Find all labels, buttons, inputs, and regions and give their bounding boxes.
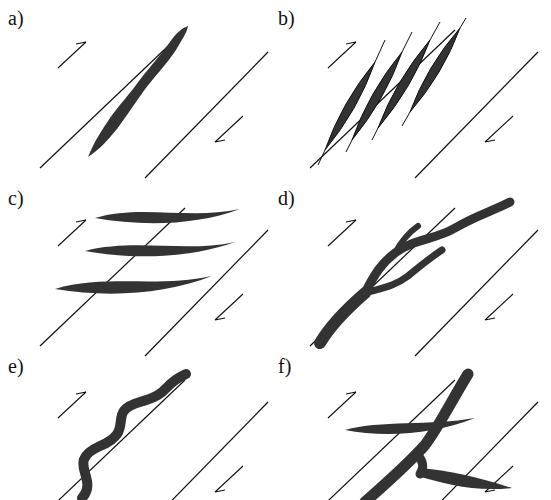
sinuous-vein [82, 374, 186, 498]
vein [420, 458, 423, 474]
fracture-tail [318, 18, 466, 165]
vein [55, 276, 212, 294]
vein [85, 242, 235, 256]
panel-label: e) [8, 356, 24, 376]
vein [365, 202, 510, 293]
vein [345, 418, 475, 434]
panel-c [40, 208, 268, 356]
en-echelon-veins [325, 28, 460, 150]
panel-label: f) [278, 356, 291, 376]
vein [320, 293, 365, 343]
vein [418, 468, 512, 489]
panel-label: b) [278, 8, 295, 28]
panel-a [40, 26, 268, 178]
vein [365, 250, 442, 293]
panel-label: a) [8, 8, 24, 28]
panel-e [40, 374, 268, 500]
panel-d [310, 202, 538, 356]
vein [395, 226, 418, 253]
vein [410, 28, 460, 112]
panel-f [310, 374, 538, 500]
vein [95, 209, 240, 223]
panel-b [310, 18, 538, 178]
panel-label: c) [8, 188, 24, 208]
panel-label: d) [278, 188, 295, 208]
vein [88, 26, 188, 157]
vein [365, 374, 468, 500]
branching-vein [320, 202, 510, 343]
